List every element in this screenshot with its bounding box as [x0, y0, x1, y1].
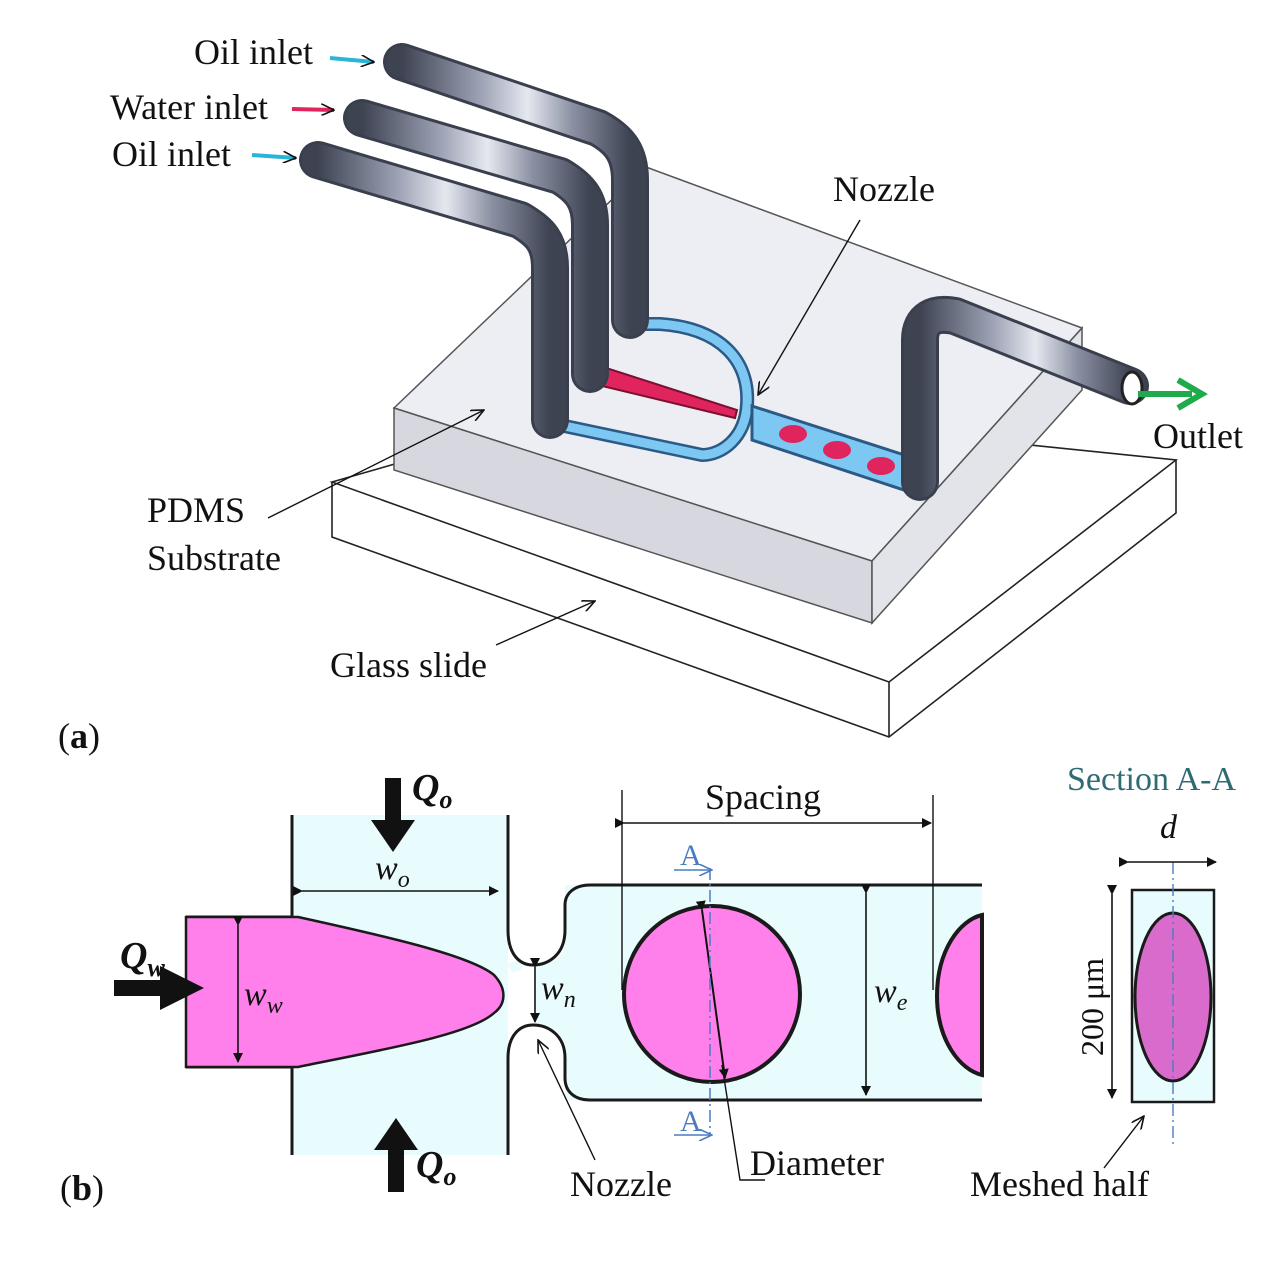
panel-a-device-illustration: Oil inlet Water inlet Oil inlet Nozzle O… — [58, 32, 1243, 756]
nozzle-leader — [758, 219, 861, 395]
w-o-label: wo — [375, 850, 410, 893]
diameter-dimension — [695, 900, 729, 1079]
water-phase-finger — [184, 915, 505, 1069]
oil-inlet-arrow-top — [329, 58, 374, 62]
q-o-bottom-label: Qo — [416, 1144, 456, 1191]
droplet-2-partial — [934, 912, 984, 1078]
diameter-label: Diameter — [750, 1143, 884, 1183]
pdms-label: PDMS — [147, 490, 245, 530]
w-n-label: wn — [541, 970, 576, 1013]
panel-b-flow-schematic: Qo Qo Qw wo ww wn we Spacing A A Diamete… — [60, 761, 1236, 1208]
nozzle-label-a: Nozzle — [833, 169, 935, 209]
q-o-top-arrow — [371, 778, 415, 852]
outlet-arrow — [1138, 377, 1208, 411]
droplet — [823, 441, 851, 459]
water-inlet-label: Water inlet — [110, 87, 268, 127]
d-label: d — [1160, 809, 1178, 846]
section-title: Section A-A — [1067, 761, 1236, 798]
inlet-tubes — [299, 43, 1149, 501]
water-inlet-arrow — [291, 109, 334, 110]
q-o-bottom-arrow — [374, 1118, 418, 1192]
pdms-substrate — [392, 166, 1084, 625]
q-w-arrow — [114, 966, 204, 1010]
diameter-leader — [721, 1064, 765, 1181]
glass-slide-leader — [495, 601, 595, 646]
droplet — [779, 425, 807, 443]
oil-inlet-top-label: Oil inlet — [194, 32, 313, 72]
substrate-label: Substrate — [147, 538, 281, 578]
oil-inlet-bottom-label: Oil inlet — [112, 134, 231, 174]
meshed-half-label: Meshed half — [970, 1164, 1149, 1204]
height-label: 200 μm — [1074, 958, 1110, 1056]
q-o-top-label: Qo — [412, 767, 452, 814]
nozzle-label-b: Nozzle — [570, 1164, 672, 1204]
section-marker-top-label: A — [680, 839, 702, 872]
microchannel-network — [548, 317, 927, 500]
w-e-label: we — [874, 973, 908, 1016]
droplet — [867, 457, 895, 475]
cross-section-view — [1103, 857, 1217, 1169]
outlet-label: Outlet — [1153, 416, 1243, 456]
glass-slide-label: Glass slide — [330, 645, 487, 685]
panel-b-label: (b) — [60, 1168, 104, 1208]
panel-a-label: (a) — [58, 716, 100, 756]
droplet-1 — [622, 904, 802, 1084]
q-w-label: Qw — [120, 935, 165, 982]
nozzle-leader-b — [538, 1040, 596, 1161]
spacing-label: Spacing — [705, 777, 821, 817]
section-marker-bottom-label: A — [680, 1105, 702, 1138]
oil-inlet-arrow-bottom — [251, 155, 296, 158]
w-w-label: ww — [244, 976, 283, 1019]
pdms-leader — [267, 410, 484, 519]
